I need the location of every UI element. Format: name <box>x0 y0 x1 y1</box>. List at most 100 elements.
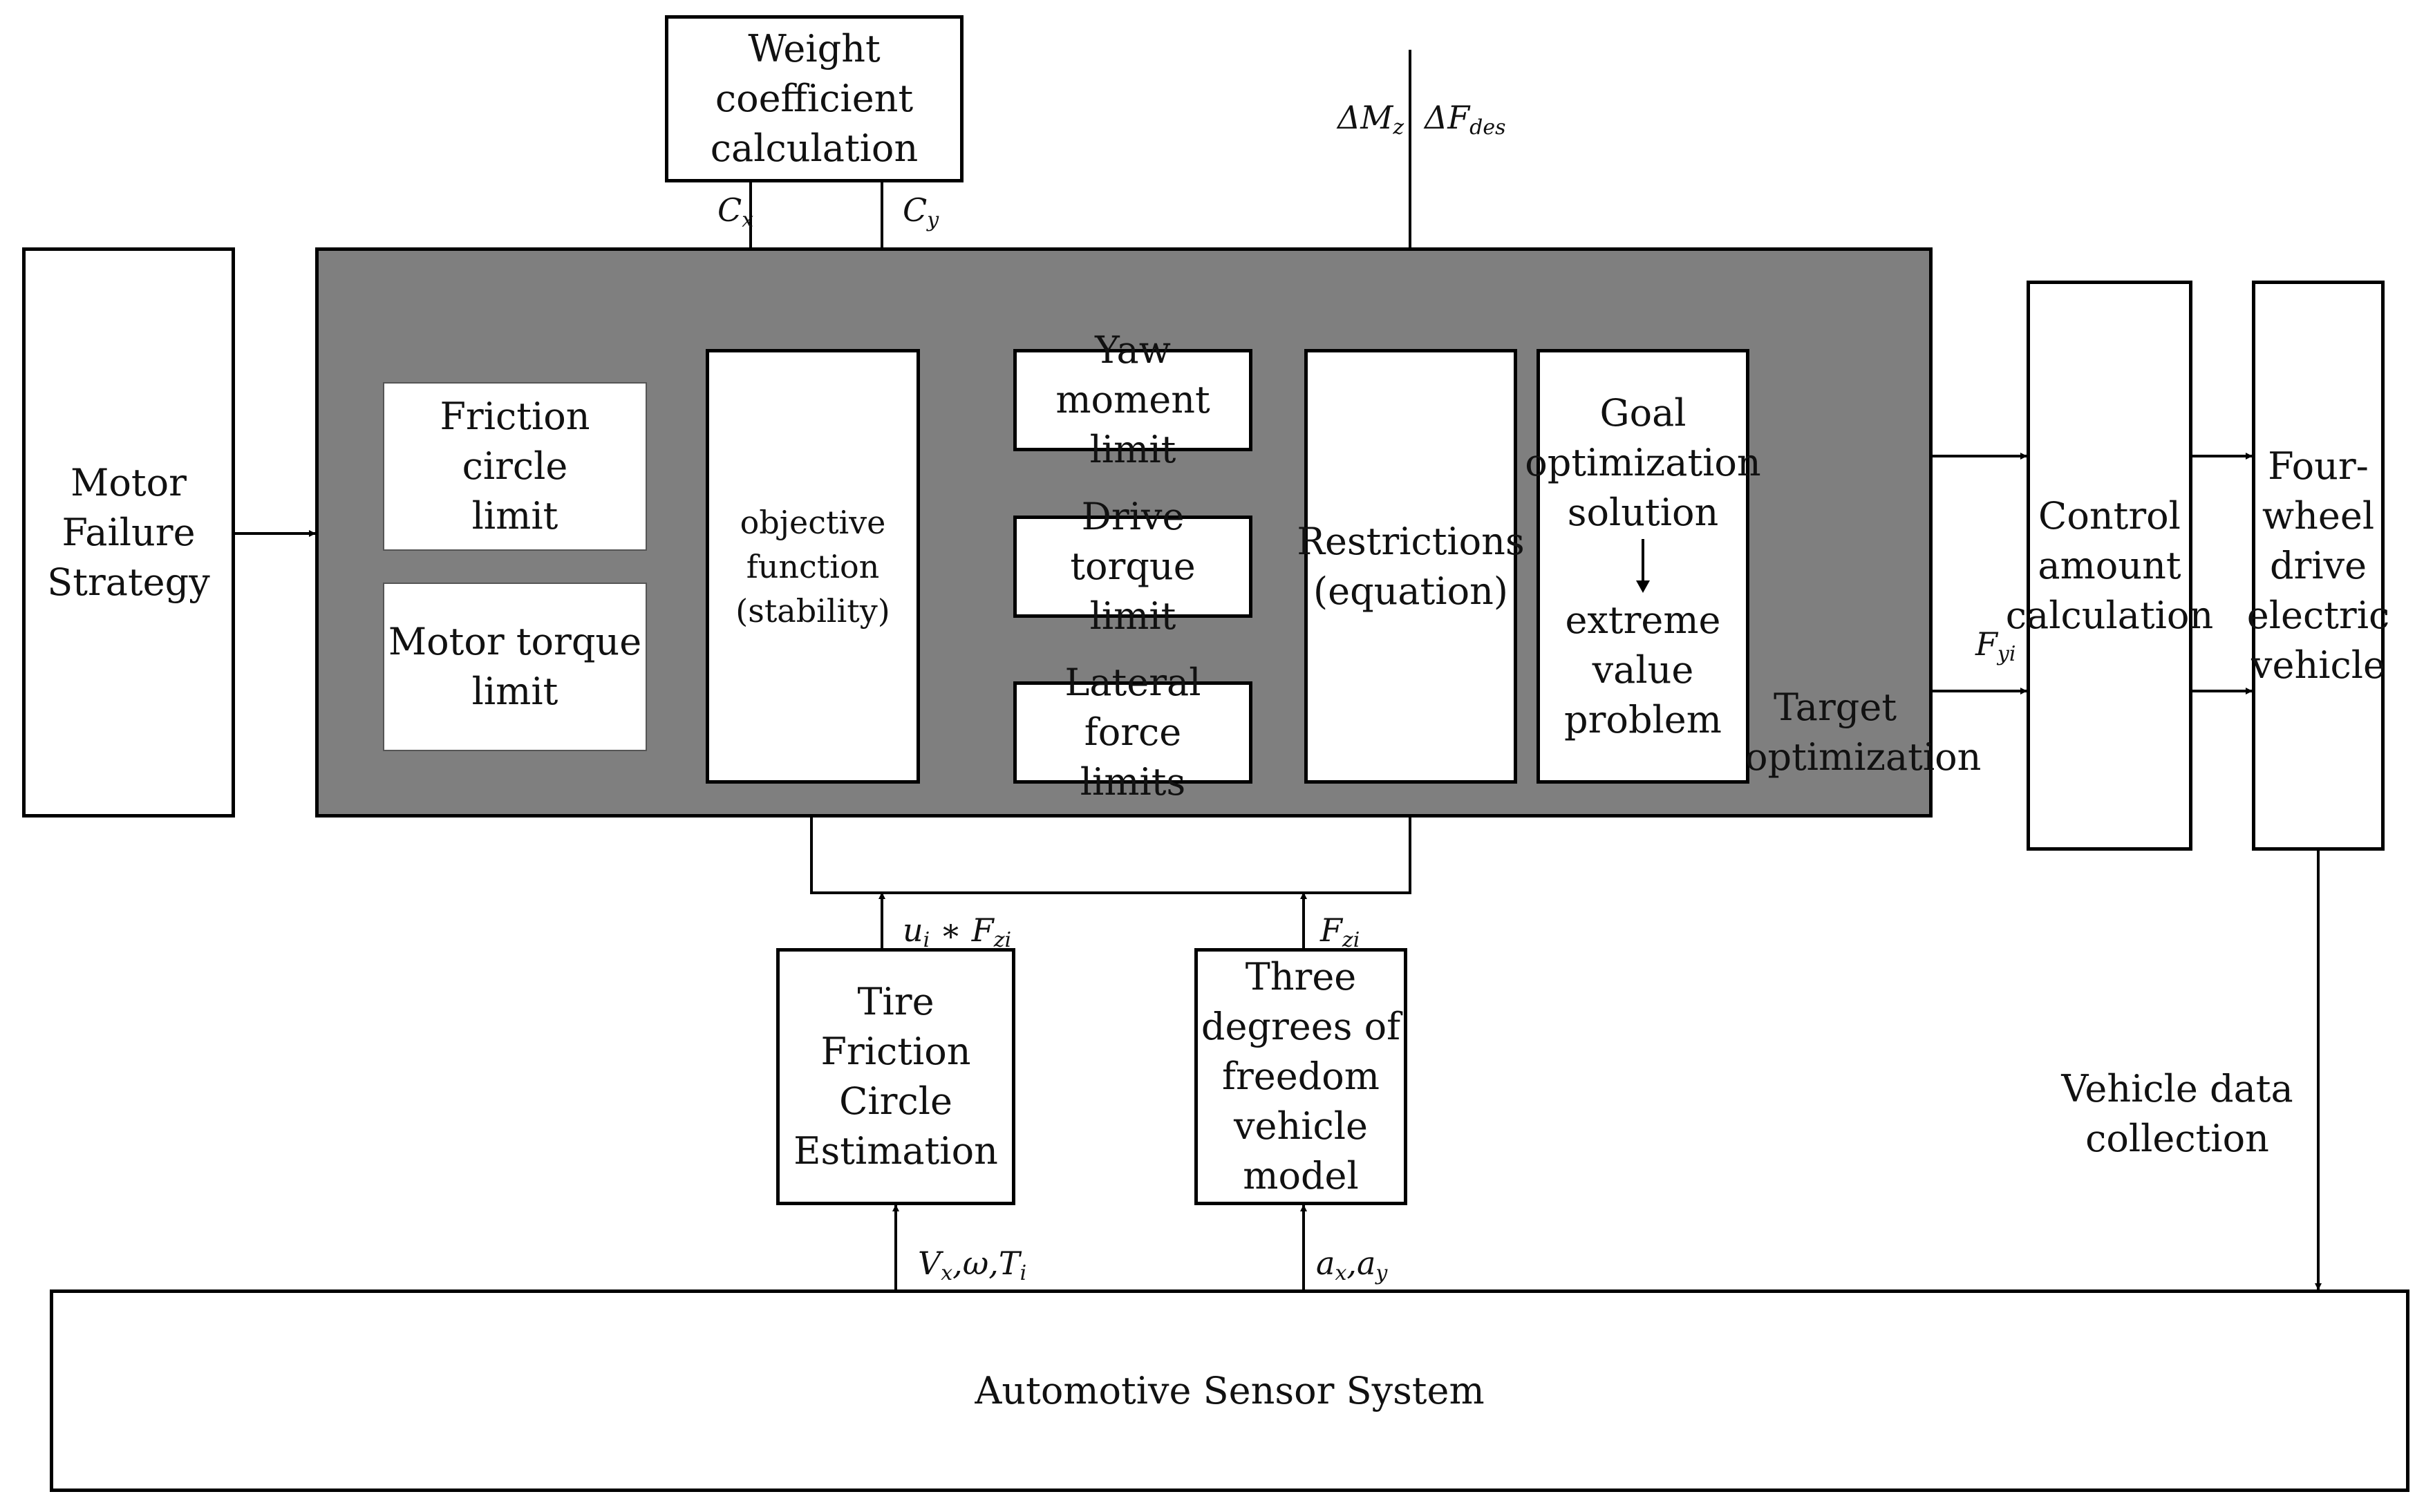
signal-ax-symbol: a <box>1316 1245 1335 1282</box>
friction-circle-limit-block: Friction circle limit <box>383 382 647 551</box>
restrictions-line-1: Restrictions <box>1297 519 1525 563</box>
vehicle-line-2: wheel <box>2262 493 2375 538</box>
restrictions-block: Restrictions (equation) <box>1297 349 1525 784</box>
tire-friction-estimation-block: Tire Friction Circle Estimation <box>776 948 1015 1205</box>
vehicle-line-1: Four- <box>2268 444 2369 488</box>
signal-ti-symbol: T <box>998 1245 1020 1282</box>
drive-torque-limit-block: Drive torque limit <box>1013 495 1252 638</box>
down-arrow-icon <box>1636 538 1650 596</box>
signal-ay-symbol: a <box>1356 1245 1376 1282</box>
signal-delta-mz: ΔMz <box>1337 98 1404 147</box>
control-line-3: calculation <box>2005 593 2214 637</box>
signal-ui-fzi: ui ∗ Fzi <box>903 911 1011 960</box>
signal-cx-symbol: C <box>717 191 742 229</box>
friction-circle-line-2: limit <box>471 494 558 538</box>
signal-ay-subscript: y <box>1375 1261 1388 1285</box>
signal-vx-symbol: V <box>918 1245 941 1282</box>
signal-ti-subscript: i <box>1019 1261 1027 1285</box>
objective-line-1: objective <box>740 503 886 541</box>
goal-line-2: optimization <box>1525 440 1761 484</box>
signal-cx: Cx <box>717 191 753 240</box>
signal-fzi-symbol: F <box>971 911 994 949</box>
weight-coefficient-block: Weight coefficient calculation <box>665 15 964 182</box>
signal-fzi: Fzi <box>1320 911 1360 960</box>
signal-vx-omega-ti: Vx,ω,Ti <box>918 1244 1026 1293</box>
three-dof-line-2: degrees of <box>1201 1005 1401 1048</box>
objective-line-2: function <box>746 547 880 585</box>
feedback-bus-to-objective <box>808 783 1411 894</box>
signal-ui-subscript: i <box>923 928 930 952</box>
signal-fyi-subscript: yi <box>1997 642 2016 666</box>
signal-fyi: Fyi <box>1975 625 2015 674</box>
signal-delta-mz-subscript: z <box>1393 115 1404 140</box>
tire-line-1: Tire Friction <box>820 980 971 1073</box>
signal-delta-mz-symbol: ΔM <box>1337 99 1393 136</box>
control-line-1: Control <box>2038 493 2181 538</box>
motor-failure-line-3: Strategy <box>47 560 210 604</box>
goal-line-5: value <box>1592 648 1694 692</box>
three-dof-line-1: Three <box>1245 955 1357 999</box>
restrictions-line-2: (equation) <box>1313 569 1508 613</box>
vehicle-data-line-1: Vehicle data <box>2061 1067 2293 1111</box>
signal-delta-fdes-symbol: ΔF <box>1425 99 1470 136</box>
vehicle-line-3: drive <box>2269 543 2367 587</box>
signal-fyi-symbol: F <box>1975 625 1998 663</box>
yaw-moment-limit-block: Yaw moment limit <box>1013 328 1252 471</box>
signal-vx-subscript: x <box>941 1261 953 1285</box>
control-line-2: amount <box>2038 543 2181 587</box>
vehicle-line-5: vehicle <box>2251 643 2385 687</box>
signal-cy-symbol: C <box>903 191 928 229</box>
control-amount-block: Control amount calculation <box>2006 281 2213 851</box>
vehicle-data-collection-label: Vehicle data collection <box>2053 1064 2302 1164</box>
three-dof-line-3: freedom <box>1222 1055 1380 1098</box>
goal-optimization-block: Goal optimization solution extreme value… <box>1525 349 1761 784</box>
signal-ui-fzi-operator: ∗ <box>930 911 972 949</box>
motor-torque-line-2: limit <box>471 670 558 713</box>
automotive-sensor-system-block: Automotive Sensor System <box>50 1289 2409 1492</box>
vehicle-line-4: electric <box>2246 593 2390 637</box>
three-dof-line-5: model <box>1243 1154 1359 1198</box>
motor-failure-strategy-block: Motor Failure Strategy <box>22 247 235 818</box>
lateral-force-limits-block: Lateral force limits <box>1013 661 1252 804</box>
yaw-moment-line-2: limit <box>1089 428 1176 471</box>
signal-omega: ,ω, <box>952 1245 999 1282</box>
yaw-moment-line-1: Yaw moment <box>1055 328 1210 422</box>
signal-cy-subscript: y <box>927 208 939 232</box>
goal-line-1: Goal <box>1599 390 1686 435</box>
tire-line-3: Estimation <box>793 1129 998 1173</box>
signal-ax-subscript: x <box>1335 1261 1347 1285</box>
motor-failure-line-1: Motor <box>71 460 187 504</box>
lateral-force-line-1: Lateral force <box>1064 661 1201 754</box>
tire-line-2: Circle <box>839 1079 952 1123</box>
motor-failure-line-2: Failure <box>62 510 196 554</box>
three-dof-model-block: Three degrees of freedom vehicle model <box>1194 948 1407 1205</box>
signal-fzi-2-symbol: F <box>1320 911 1342 949</box>
goal-line-4: extreme <box>1565 598 1721 642</box>
signal-delta-fdes-subscript: des <box>1469 115 1506 140</box>
signal-ui-symbol: u <box>903 911 923 949</box>
friction-circle-line-1: Friction circle <box>440 395 590 488</box>
motor-torque-line-1: Motor torque <box>388 620 642 663</box>
goal-line-3: solution <box>1567 490 1719 534</box>
lateral-force-line-2: limits <box>1080 760 1186 804</box>
signal-ax-ay: ax,ay <box>1316 1244 1387 1293</box>
signal-delta-fdes: ΔFdes <box>1425 98 1506 147</box>
motor-torque-limit-block: Motor torque limit <box>383 583 647 751</box>
sensor-label: Automotive Sensor System <box>975 1368 1485 1412</box>
signal-comma: , <box>1346 1245 1357 1282</box>
three-dof-line-4: vehicle <box>1234 1104 1368 1148</box>
vehicle-data-line-2: collection <box>2085 1117 2269 1160</box>
signal-cy: Cy <box>903 191 939 240</box>
signal-fzi-2-subscript: zi <box>1342 928 1360 952</box>
signal-fzi-subscript: zi <box>993 928 1012 952</box>
target-optimization-label: Target optimization <box>1745 683 1982 782</box>
drive-torque-line-2: limit <box>1089 594 1176 638</box>
weight-line-1: Weight coefficient <box>715 27 914 120</box>
goal-line-6: problem <box>1564 697 1722 741</box>
objective-line-3: (stability) <box>735 592 890 630</box>
weight-line-2: calculation <box>710 126 919 170</box>
electric-vehicle-block: Four- wheel drive electric vehicle <box>2247 281 2389 851</box>
target-optimization-line-2: optimization <box>1745 735 1982 779</box>
objective-function-block: objective function (stability) <box>706 349 920 784</box>
